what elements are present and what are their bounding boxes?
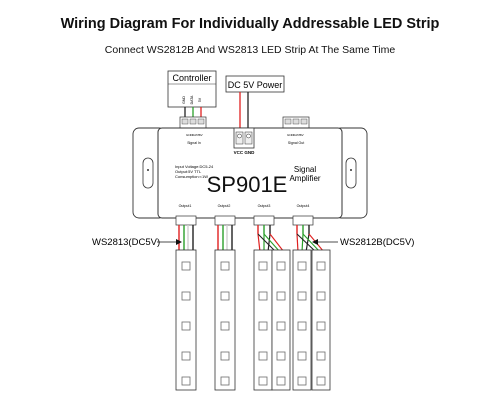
led-strip-6 — [311, 249, 331, 391]
output4-wires — [296, 225, 325, 253]
power-supply: DC 5V Power — [225, 75, 285, 93]
output2-label: Output2 — [218, 204, 231, 208]
controller: Controller GND DATA 5V — [167, 70, 217, 108]
signal-out-pin-data: DATA — [293, 133, 301, 137]
left-mounting-ear — [132, 127, 166, 219]
output1-connector — [175, 215, 197, 226]
output3-label: Output3 — [258, 204, 271, 208]
controller-label: Controller — [172, 73, 211, 83]
signal-in-pin-gnd: GND — [186, 133, 194, 137]
output1-wires — [178, 225, 194, 250]
output2-connector — [214, 215, 236, 226]
led-strip-3 — [253, 249, 273, 391]
controller-pin-data: DATA — [190, 95, 194, 104]
left-strip-label: WS2813(DC5V) — [92, 237, 160, 248]
led-strip-4 — [271, 249, 291, 391]
controller-pin-5v: 5V — [198, 97, 202, 102]
power-terminal: VCC GND — [233, 127, 256, 155]
signal-in-label: Signal In — [187, 141, 201, 145]
signal-out-label: Signal Out — [288, 141, 304, 145]
signal-out-connector — [282, 116, 310, 131]
amplifier-label-line1: Signal — [294, 165, 316, 174]
power-terminal-label: VCC GND — [234, 150, 256, 155]
signal-in-connector — [179, 116, 207, 131]
output3-connector — [253, 215, 275, 226]
power-label: DC 5V Power — [228, 80, 283, 90]
amplifier-label-line2: Amplifier — [289, 174, 320, 183]
right-mounting-ear — [334, 127, 368, 219]
controller-pin-gnd: GND — [182, 96, 186, 104]
output4-connector — [292, 215, 314, 226]
led-strip-2 — [214, 249, 236, 391]
signal-in-pin-data: DATA — [192, 133, 200, 137]
signal-out-pin-gnd: GND — [287, 133, 295, 137]
output3-wires — [257, 225, 285, 253]
spec-output: Output:5V TTL — [175, 169, 202, 174]
spec-consumption: Consumption:<1W — [175, 174, 208, 179]
page-subtitle: Connect WS2812B And WS2813 LED Strip At … — [104, 44, 396, 56]
page-title: Wiring Diagram For Individually Addressa… — [60, 16, 440, 32]
signal-out-pin-5v: 5V — [300, 133, 304, 137]
spec-input-voltage: Input Voltage:DC5-24 — [175, 164, 214, 169]
output4-label: Output4 — [297, 204, 310, 208]
output1-label: Output1 — [179, 204, 192, 208]
output2-wires — [217, 225, 233, 250]
device-specs: Input Voltage:DC5-24 Output:5V TTL Consu… — [175, 164, 214, 179]
led-strip-5 — [292, 249, 312, 391]
model-name: SP901E — [207, 172, 288, 197]
power-wires — [239, 92, 249, 130]
right-strip-label: WS2812B(DC5V) — [340, 237, 414, 248]
signal-in-pin-5v: 5V — [199, 133, 203, 137]
led-strip-1 — [175, 249, 197, 391]
